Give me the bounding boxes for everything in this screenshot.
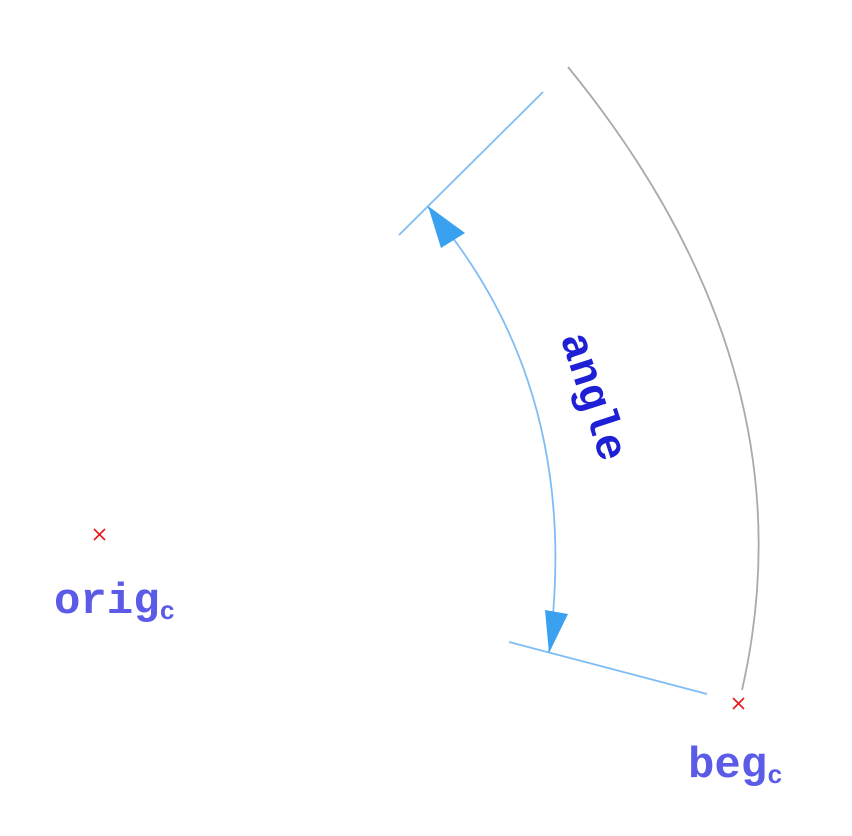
arrowhead-bottom	[545, 610, 568, 653]
dimension-arc	[427, 206, 557, 653]
arrowhead-top	[428, 206, 465, 248]
origin-label: origc	[54, 577, 175, 627]
origin-label-main: orig	[54, 577, 160, 627]
begin-label-sub: c	[767, 761, 783, 791]
begin-label-main: beg	[688, 741, 767, 791]
begin-label: begc	[688, 741, 783, 791]
extension-line-bottom	[508, 641, 708, 695]
origin-label-sub: c	[160, 597, 176, 627]
begin-marker	[732, 697, 745, 710]
origin-marker	[93, 528, 106, 541]
extension-line-top	[398, 91, 544, 236]
angle-label: angle	[547, 327, 635, 468]
reference-arc	[567, 66, 760, 691]
